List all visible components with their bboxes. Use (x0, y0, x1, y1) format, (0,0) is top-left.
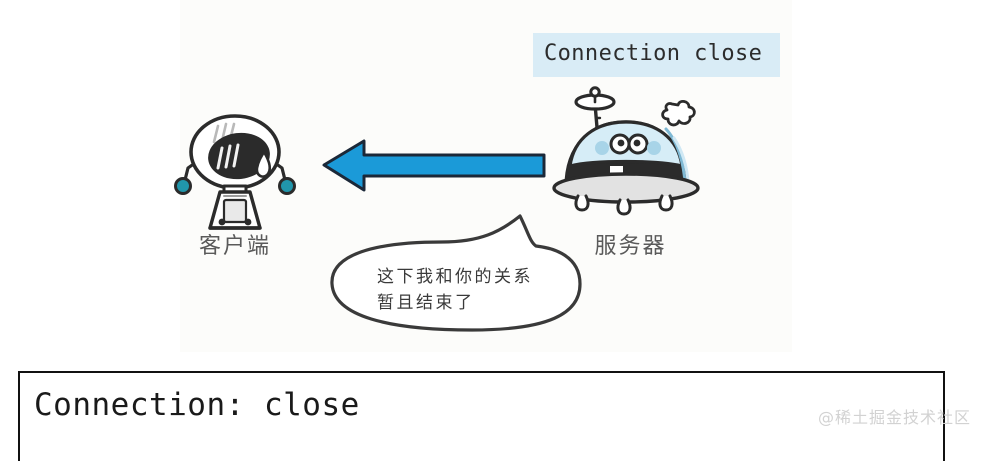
speech-bubble-shape (330, 214, 582, 332)
connection-close-label-text: Connection close (544, 41, 763, 66)
connection-close-label: Connection close (533, 33, 780, 77)
speech-bubble-text: 这下我和你的关系 暂且结束了 (377, 264, 577, 316)
ufo-server-icon (552, 86, 700, 216)
robot-client-icon (174, 114, 296, 230)
http-header-text: Connection: close (34, 387, 360, 423)
server-figure: 服务器 (548, 82, 713, 264)
client-figure: 客户端 (160, 100, 310, 265)
leftward-arrow-icon (322, 139, 546, 192)
connection-close-arrow (318, 138, 548, 193)
watermark: @稀土掘金技术社区 (818, 408, 972, 427)
speech-line-1: 这下我和你的关系 (377, 267, 533, 287)
client-label: 客户端 (198, 234, 271, 259)
speech-bubble: 这下我和你的关系 暂且结束了 (322, 202, 590, 347)
speech-line-2: 暂且结束了 (377, 293, 475, 313)
illustration-stage: Connection close (18, 33, 972, 461)
server-label: 服务器 (594, 234, 667, 259)
http-header-box: Connection: close (18, 371, 945, 461)
